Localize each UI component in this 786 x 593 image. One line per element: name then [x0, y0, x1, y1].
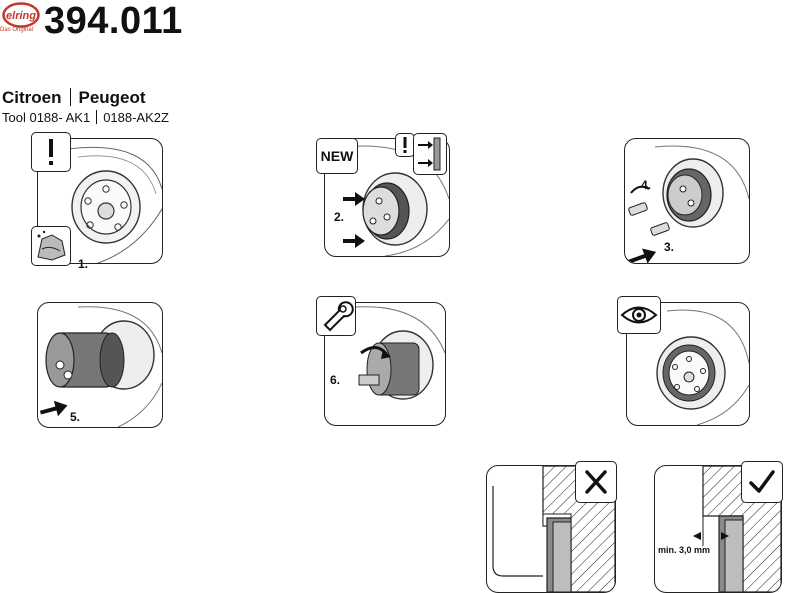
- min-clearance-label: min. 3,0 mm: [658, 545, 711, 555]
- cross-icon: [585, 470, 607, 494]
- logo-subtitle: Das Original: [0, 27, 34, 33]
- eye-icon: [620, 306, 658, 324]
- correct-box: [741, 461, 783, 503]
- step-label-2: 2.: [334, 210, 345, 224]
- tool-ak1: Tool 0188- AK1: [2, 110, 91, 125]
- cleaning-cloth-icon: [37, 230, 66, 261]
- step-label-1: 1.: [78, 257, 89, 271]
- divider: [96, 110, 98, 124]
- panel-step-5: [37, 302, 163, 428]
- tool-line: Tool 0188- AK1 0188-AK2Z: [2, 110, 169, 125]
- panel-step-3-4: [624, 138, 750, 264]
- hub-illustration: [67, 146, 162, 263]
- divider: [69, 88, 71, 106]
- part-number: 394.011: [44, 0, 183, 42]
- tool-ak2z: 0188-AK2Z: [103, 110, 169, 125]
- flush-mount-icon: [418, 137, 441, 171]
- brand-citroen: Citroen: [2, 88, 62, 107]
- warning-box: [31, 132, 71, 172]
- check-icon: [749, 470, 775, 493]
- exclamation-icon: [49, 139, 53, 165]
- warning-box-small: [395, 133, 415, 157]
- svg-text:elring: elring: [6, 10, 36, 22]
- flush-mount-box: [413, 133, 447, 175]
- wrench-box: [316, 296, 356, 336]
- panel-step-6: [324, 302, 446, 426]
- inspect-illustration: [656, 309, 749, 425]
- step-label-3: 3.: [664, 240, 675, 254]
- brand-peugeot: Peugeot: [78, 88, 146, 107]
- wrong-box: [575, 461, 617, 503]
- step-label-4: 4.: [641, 178, 652, 192]
- step-label-5: 5.: [70, 410, 81, 424]
- eye-box: [617, 296, 661, 334]
- panel-inspect: [626, 302, 750, 426]
- new-badge: NEW: [316, 138, 358, 174]
- seal-install-illustration: [343, 145, 449, 256]
- wrench-icon: [323, 301, 354, 332]
- step-label-6: 6.: [330, 373, 341, 387]
- tighten-illustration: [354, 306, 445, 400]
- cleaning-box: [31, 226, 71, 266]
- press-tool-illustration: [39, 306, 162, 427]
- elring-logo: elring: [2, 2, 40, 38]
- tool-assembly-illustration: [627, 145, 749, 263]
- exclamation-icon: [403, 137, 407, 153]
- brand-line: Citroen Peugeot: [2, 88, 146, 108]
